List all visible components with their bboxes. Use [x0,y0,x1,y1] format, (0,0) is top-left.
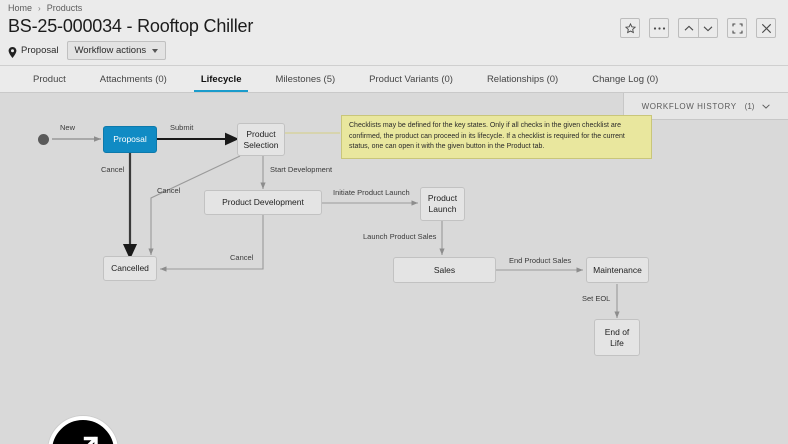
edge-label-cancel-proposal: Cancel [101,165,125,174]
node-proposal[interactable]: Proposal [103,126,157,153]
location-pin-icon [8,45,17,58]
tab-milestones[interactable]: Milestones (5) [275,73,336,85]
edge-label-end-product-sales: End Product Sales [509,256,572,265]
node-product-launch[interactable]: Product Launch [420,187,465,221]
status-row: Proposal Workflow actions [8,41,167,60]
node-product-development[interactable]: Product Development [204,190,322,215]
node-cancelled[interactable]: Cancelled [103,256,157,281]
workflow-history-count: (1) [744,101,755,111]
node-maintenance[interactable]: Maintenance [586,257,649,283]
edge-label-new: New [60,123,76,132]
edge-label-cancel-selection: Cancel [157,186,181,195]
node-end-of-life[interactable]: End of Life [594,319,640,356]
edge-label-set-eol: Set EOL [582,294,611,303]
tab-attachments[interactable]: Attachments (0) [99,73,167,85]
header-action-buttons [620,18,776,38]
breadcrumb-separator-icon: › [38,3,41,13]
workflow-actions-button[interactable]: Workflow actions [66,41,167,60]
star-icon[interactable] [620,18,640,38]
tab-change-log[interactable]: Change Log (0) [592,73,659,85]
node-label-end-of-life: End of Life [604,326,630,348]
chevron-down-icon-nav[interactable] [698,18,718,38]
chevron-up-icon[interactable] [678,18,698,38]
node-label-sales: Sales [433,264,456,275]
edge-label-initiate-launch: Initiate Product Launch [333,188,410,197]
edge-label-cancel-development: Cancel [230,253,254,262]
lifecycle-diagram-canvas[interactable]: WORKFLOW HISTORY (1) Checklists may be d… [0,93,788,444]
workflow-history-label: WORKFLOW HISTORY [641,101,737,111]
node-sales[interactable]: Sales [393,257,496,283]
tab-relationships[interactable]: Relationships (0) [486,73,559,85]
page-header: Home › Products BS-25-000034 - Rooftop C… [0,0,788,66]
tab-product-variants[interactable]: Product Variants (0) [369,73,453,85]
status-badge: Proposal [8,45,59,58]
tab-bar: Product Attachments (0) Lifecycle Milest… [0,66,788,93]
ellipsis-icon[interactable] [649,18,669,38]
node-label-product-selection: Product Selection [243,128,279,150]
node-label-maintenance: Maintenance [593,264,642,275]
chevron-down-icon [152,48,159,53]
node-label-product-launch: Product Launch [427,193,458,214]
close-icon[interactable] [756,18,776,38]
start-node-icon [38,134,49,145]
workflow-actions-label: Workflow actions [74,45,147,56]
node-product-selection[interactable]: Product Selection [237,123,285,156]
node-label-proposal: Proposal [113,134,147,145]
chevron-down-icon-wf [762,102,771,111]
tab-lifecycle[interactable]: Lifecycle [184,66,259,92]
edge-label-start-development: Start Development [270,165,333,174]
breadcrumb-item-products[interactable]: Products [46,3,83,13]
page-title: BS-25-000034 - Rooftop Chiller [8,16,254,36]
node-label-cancelled: Cancelled [111,263,149,274]
status-label: Proposal [21,45,59,56]
edge-label-submit: Submit [170,123,194,132]
checklist-tooltip: Checklists may be defined for the key st… [341,115,652,159]
diagram-connectors [52,132,620,318]
breadcrumb: Home › Products [8,3,82,13]
prev-next-group [678,18,718,38]
breadcrumb-item-home[interactable]: Home [8,3,33,13]
edge-label-launch-product-sales: Launch Product Sales [363,232,437,241]
expand-icon[interactable] [727,18,747,38]
node-label-product-development: Product Development [222,197,304,208]
tab-product[interactable]: Product [33,73,66,85]
